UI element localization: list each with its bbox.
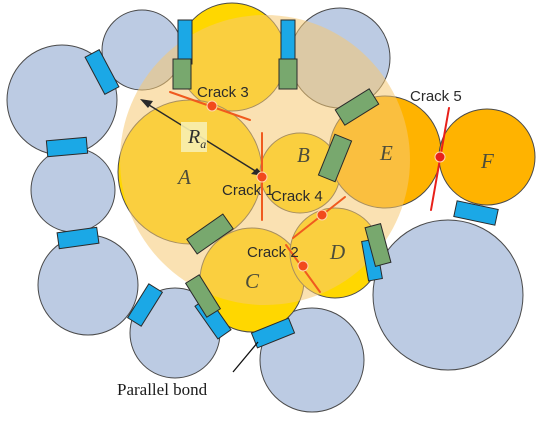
parallel-bond-blue [177,19,193,65]
parallel-bond-green [184,274,222,318]
crack-points [206,100,446,272]
crack-dot-3 [206,100,218,112]
radius-label: Ra [187,126,206,151]
radius-indicator: Ra [140,99,264,176]
blue-bonds [45,19,499,349]
parallel-bond-green [278,58,298,90]
parallel-bond-blue [250,317,296,349]
crack-label-1: Crack 1 [222,182,274,199]
label-c: C [245,269,260,293]
particle-labels: A B C D E F [176,141,494,293]
label-d: D [329,240,345,264]
parallel-bond-blue [45,136,89,158]
parallel-bond-blue [280,19,296,65]
radius-label-sub: a [200,137,206,151]
crack-label-4: Crack 4 [271,188,323,205]
parallel-bond-blue [84,49,120,95]
label-f: F [480,149,494,173]
crack-dot-5 [434,151,446,163]
green-bonds [172,58,392,318]
parallel-bond-blue [126,283,164,327]
callout-label: Parallel bond [117,380,208,399]
parallel-bond-blue [453,200,499,226]
crack-dot-2 [297,260,309,272]
crack-label-2: Crack 2 [247,244,299,261]
influence-zone [120,15,410,305]
arrowhead-start [140,99,153,108]
grey-particle [37,234,139,336]
label-b: B [297,143,310,167]
parallel-bond-callout: Parallel bond [117,341,259,399]
parallel-bond-green [334,88,380,126]
parallel-bond-green [364,222,392,268]
parallel-bond-green [186,213,234,255]
crack-labels: Crack 3 Crack 1 Crack 4 Crack 2 Crack 5 [197,84,462,261]
grey-particles [6,7,524,413]
crack-label-3: Crack 3 [197,84,249,101]
parallel-bond-green [317,133,353,183]
callout-leader [232,341,259,373]
grey-particle [30,147,116,233]
label-e: E [379,141,393,165]
grey-particle [372,219,524,371]
crack-label-5: Crack 5 [410,88,462,105]
parallel-bond-blue [56,226,100,250]
label-a: A [176,165,191,189]
crack-dot-1 [256,171,268,183]
parallel-bond-green [172,58,192,90]
crack-dot-4 [316,209,328,221]
radius-label-bg [181,122,207,152]
